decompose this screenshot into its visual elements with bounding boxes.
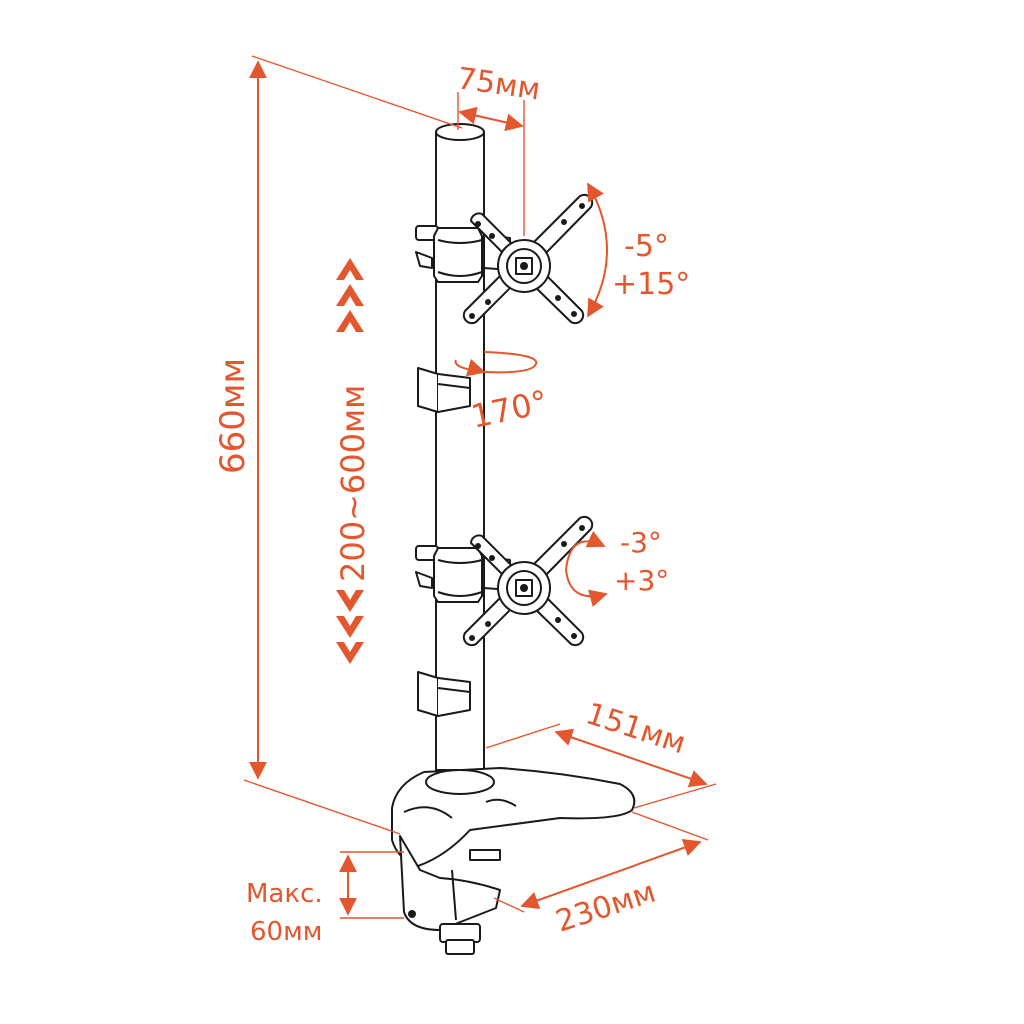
base-collar [425,769,495,795]
rotate-label-a: -3° [620,526,662,559]
clamp-label-b: 60мм [250,917,322,947]
base-depth-line [554,728,708,788]
base-length-line [520,839,702,909]
height-adjust-label: 200~600мм [334,385,372,582]
dimension-lines [243,55,717,919]
swivel-arc [454,351,538,374]
tilt-top-label-b: +15° [612,267,690,302]
clamp-label-a: Макс. [246,879,323,909]
tilt-top-label-a: -5° [624,229,669,264]
tilt-arc [587,182,608,318]
rotate-label-b: +3° [614,564,669,597]
base-depth-label: 151мм [582,696,690,761]
desk-clamp [399,835,501,931]
height-total-label: 660мм [213,358,253,474]
upper-collar [415,225,483,283]
vesa-label: 75мм [455,61,542,107]
base-length-label: 230мм [552,875,660,940]
pole-top-cap [435,123,485,141]
rotation-arc [564,530,608,608]
chevron-up-icon [336,258,364,332]
mount-drawing [391,123,636,955]
lower-collar [415,545,483,603]
chevron-down-icon [336,590,364,664]
vesa-dimension-line [458,106,524,132]
